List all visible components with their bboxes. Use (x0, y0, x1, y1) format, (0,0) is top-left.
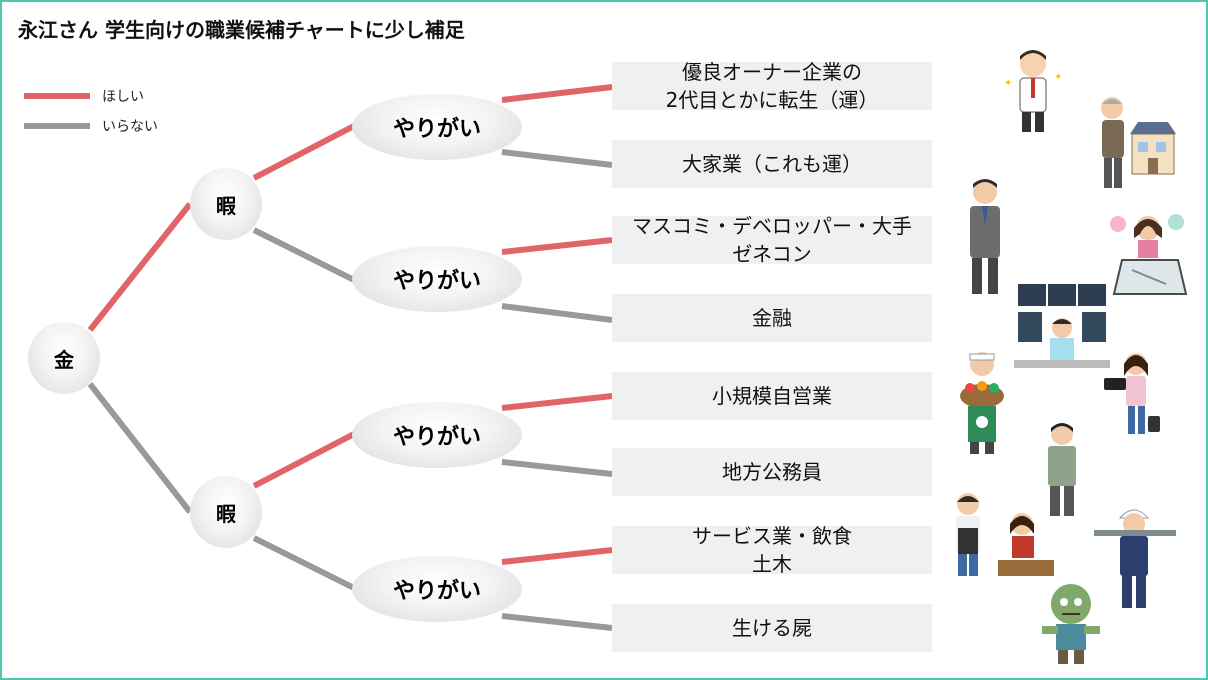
edge-root-to-time-top (87, 202, 193, 332)
edge-meaning-4-to-leaf-7 (501, 547, 613, 565)
edge-meaning-2-to-leaf-3 (501, 237, 613, 255)
node-meaning-4: やりがい (352, 556, 522, 622)
illustration-photographer (1104, 353, 1160, 434)
illustration-rich-heir: ✦ ✦ (1004, 50, 1062, 132)
leaf-box-3: マスコミ・デベロッパー・大手 ゼネコン (612, 214, 932, 266)
illustration-service-staff (956, 493, 1054, 576)
illustration-civil-servant (1048, 423, 1076, 516)
node-meaning-3: やりがい (352, 402, 522, 468)
legend-line-want (24, 93, 90, 99)
illustration-landlord (1101, 97, 1176, 188)
legend-item-dont-want: いらない (24, 116, 158, 136)
illustration-zombie (1042, 584, 1100, 664)
edge-meaning-2-to-leaf-4 (501, 303, 613, 323)
edge-meaning-1-to-leaf-2 (501, 149, 613, 168)
leaf-box-8: 生ける屍 (612, 604, 932, 652)
svg-text:✦: ✦ (1054, 72, 1062, 83)
edge-root-to-time-bottom (87, 382, 193, 514)
legend-item-want: ほしい (24, 86, 144, 106)
svg-text:✦: ✦ (1004, 78, 1012, 89)
leaf-text-1: 優良オーナー企業の 2代目とかに転生（運） (665, 60, 879, 112)
leaf-text-6: 地方公務員 (722, 460, 822, 484)
illustration-businessman (970, 179, 1000, 294)
leaf-text-7: サービス業・飲食 土木 (692, 524, 852, 576)
edge-meaning-4-to-leaf-8 (501, 613, 613, 631)
illustration-architect (1110, 214, 1188, 295)
page-title: 永江さん 学生向けの職業候補チャートに少し補足 (18, 18, 465, 42)
leaf-text-4: 金融 (752, 306, 792, 330)
edge-time-bottom-to-meaning-3 (252, 431, 356, 489)
edge-time-top-to-meaning-1 (252, 123, 356, 181)
leaf-box-4: 金融 (612, 294, 932, 342)
leaf-box-2: 大家業（これも運） (612, 140, 932, 188)
edge-meaning-3-to-leaf-6 (501, 459, 613, 477)
node-meaning-1: やりがい (352, 94, 522, 160)
legend-label-dont-want: いらない (102, 119, 158, 135)
node-money: 金 (28, 322, 100, 394)
leaf-text-3: マスコミ・デベロッパー・大手 ゼネコン (632, 214, 912, 266)
leaf-text-2: 大家業（これも運） (682, 152, 862, 176)
edge-meaning-3-to-leaf-5 (501, 393, 613, 411)
edge-time-top-to-meaning-2 (252, 227, 356, 283)
node-free-time-bottom: 暇 (190, 476, 262, 548)
leaf-text-8: 生ける屍 (732, 616, 812, 640)
node-meaning-2: やりがい (352, 246, 522, 312)
illustration-shop-owner (960, 352, 1004, 454)
leaf-text-5: 小規模自営業 (712, 384, 832, 408)
legend-line-dont-want (24, 123, 90, 129)
node-free-time-top: 暇 (190, 168, 262, 240)
legend-label-want: ほしい (102, 89, 144, 105)
leaf-box-1: 優良オーナー企業の 2代目とかに転生（運） (612, 60, 932, 112)
edge-time-bottom-to-meaning-4 (252, 535, 356, 591)
leaf-box-6: 地方公務員 (612, 448, 932, 496)
edge-meaning-1-to-leaf-1 (501, 84, 613, 103)
leaf-box-7: サービス業・飲食 土木 (612, 524, 932, 576)
illustration-trader (1014, 284, 1110, 368)
illustration-construction-worker (1094, 509, 1176, 608)
leaf-box-5: 小規模自営業 (612, 372, 932, 420)
